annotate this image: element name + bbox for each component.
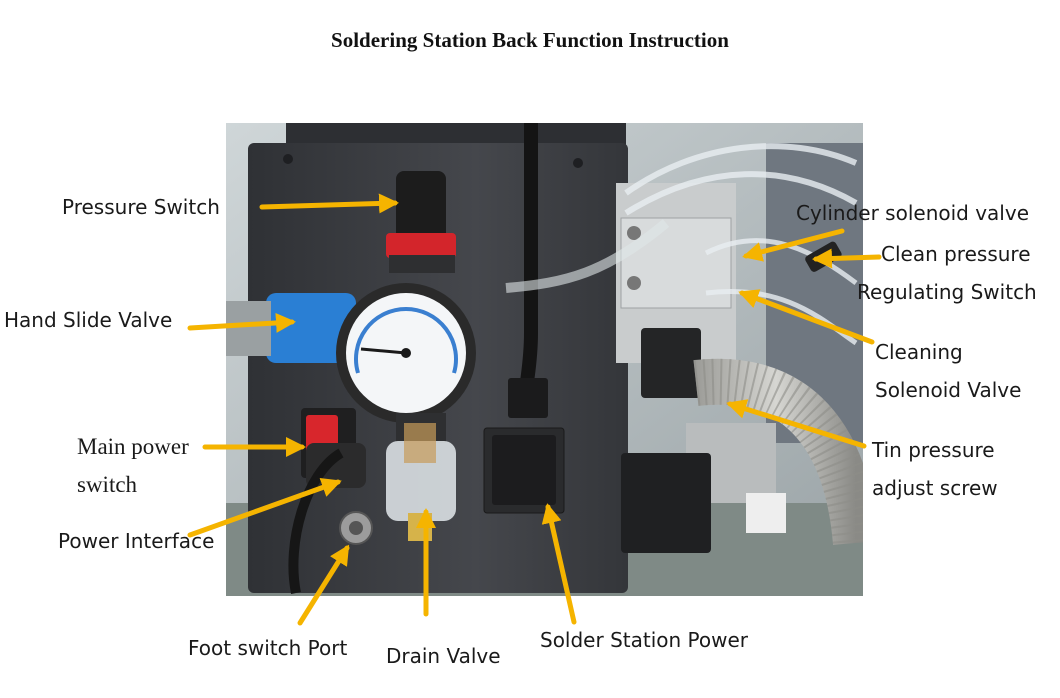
arrow-cleaning-solenoid: [738, 289, 875, 345]
label-solder-station-power: Solder Station Power: [540, 628, 748, 652]
label-clean-pressure-line2: Regulating Switch: [857, 280, 1037, 304]
arrow-foot-switch-port: [297, 544, 350, 626]
soldering-station-photo: [226, 123, 863, 596]
label-power-interface: Power Interface: [58, 529, 215, 553]
label-cylinder-solenoid-valve: Cylinder solenoid valve: [796, 201, 1029, 225]
arrow-tin-pressure: [726, 399, 867, 449]
arrow-cylinder-solenoid-valve: [742, 228, 845, 262]
page-title: Soldering Station Back Function Instruct…: [331, 28, 729, 52]
arrow-power-interface: [187, 477, 342, 538]
label-cleaning-solenoid-line2: Solenoid Valve: [875, 378, 1022, 402]
label-pressure-switch: Pressure Switch: [62, 195, 220, 219]
label-main-power-line2: switch: [77, 472, 138, 497]
label-tin-pressure-line2: adjust screw: [872, 476, 998, 500]
arrow-solder-station-power: [541, 503, 577, 625]
label-clean-pressure-line1: Clean pressure: [881, 242, 1031, 266]
label-main-power-line1: Main power: [77, 434, 189, 459]
arrow-clean-pressure: [812, 248, 882, 269]
label-hand-slide-valve: Hand Slide Valve: [4, 308, 173, 332]
label-foot-switch-port: Foot switch Port: [188, 636, 348, 660]
label-drain-valve: Drain Valve: [386, 644, 501, 668]
label-cleaning-solenoid-line1: Cleaning: [875, 340, 963, 364]
arrow-pressure-switch: [259, 193, 399, 214]
label-tin-pressure-line1: Tin pressure: [872, 438, 995, 462]
arrow-hand-slide-valve: [187, 312, 296, 333]
